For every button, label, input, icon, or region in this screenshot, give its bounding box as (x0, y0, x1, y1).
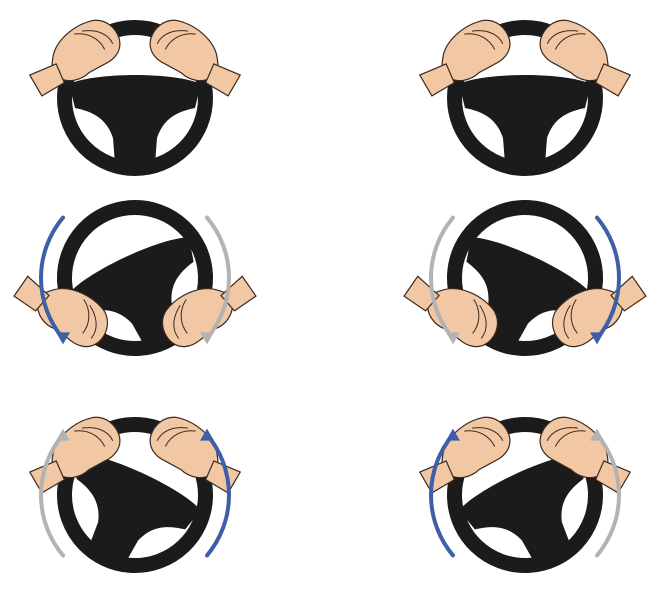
steering-wheel (41, 184, 228, 371)
panel-left-hands-returning (21, 401, 249, 588)
panel-right-hands-turning (399, 184, 651, 371)
panel-left-hands-start (21, 10, 249, 169)
panel-right-hands-start (411, 10, 639, 169)
panel-right-hands-returning (411, 401, 639, 588)
steering-wheel (431, 184, 618, 371)
panel-left-hands-turning (9, 184, 261, 371)
